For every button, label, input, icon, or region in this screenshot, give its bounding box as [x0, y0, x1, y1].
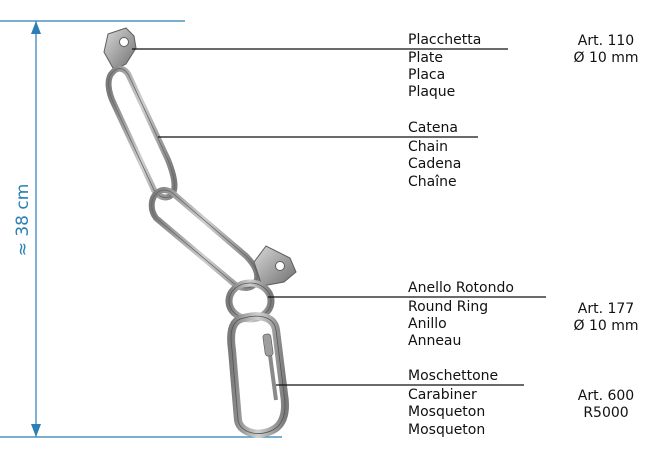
dimension-label: ≈ 38 cm	[13, 180, 33, 260]
article-moschettone-rating: R5000	[551, 406, 651, 421]
label-placchetta-fr: Plaque	[408, 85, 455, 100]
label-placchetta-en: Plate	[408, 51, 443, 66]
label-placchetta-es: Placa	[408, 68, 445, 83]
label-anello-fr: Anneau	[408, 334, 461, 349]
label-catena-en: Chain	[408, 140, 448, 155]
label-anello-it: Anello Rotondo	[408, 281, 514, 296]
label-catena-es: Cadena	[408, 157, 461, 172]
label-moschettone-en: Carabiner	[408, 388, 477, 403]
label-catena-fr: Chaîne	[408, 175, 457, 190]
label-moschettone-fr: Mosqueton	[408, 423, 485, 438]
article-anello-diameter: Ø 10 mm	[551, 319, 651, 334]
label-moschettone-es: Mosqueton	[408, 405, 485, 420]
article-placchetta-diameter: Ø 10 mm	[551, 51, 651, 66]
plate-top	[104, 28, 136, 70]
arrow-up-icon	[31, 21, 41, 34]
label-moschettone-it: Moschettone	[408, 369, 498, 384]
label-anello-es: Anillo	[408, 317, 447, 332]
chain-link-2	[152, 190, 258, 288]
leader-lines	[132, 49, 546, 385]
label-placchetta-it: Placchetta	[408, 33, 481, 48]
plate-bottom	[254, 246, 296, 286]
article-placchetta: Art. 110	[551, 34, 651, 49]
arrow-down-icon	[31, 424, 41, 437]
carabiner	[231, 316, 285, 433]
dimension-line	[0, 21, 282, 437]
label-anello-en: Round Ring	[408, 300, 488, 315]
label-catena-it: Catena	[408, 121, 458, 136]
article-moschettone: Art. 600	[551, 389, 651, 404]
article-anello: Art. 177	[551, 302, 651, 317]
chain-link-1	[109, 69, 175, 198]
